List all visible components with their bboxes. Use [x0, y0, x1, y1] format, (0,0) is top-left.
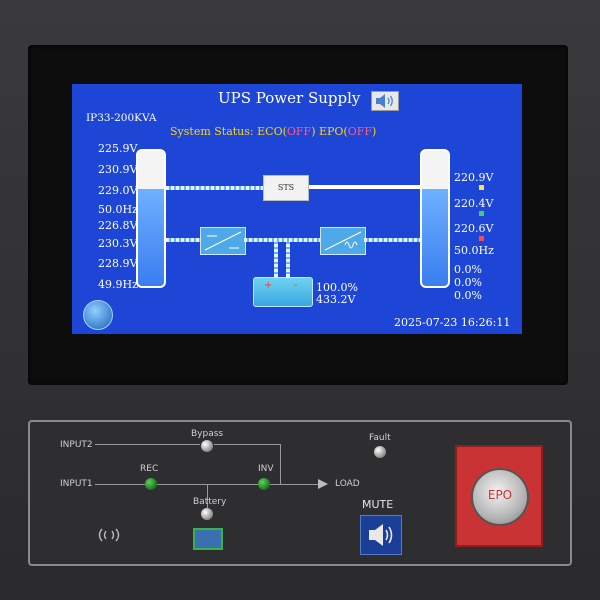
input2-label: INPUT2 — [60, 440, 93, 450]
bypass-voltage-b: 230.3V — [98, 237, 138, 250]
eco-value: OFF — [286, 125, 312, 138]
epo-button[interactable] — [471, 468, 529, 526]
fault-label: Fault — [369, 433, 391, 443]
bypass-voltage-c: 228.9V — [98, 257, 138, 270]
load-percent-b: 0.0% — [454, 276, 482, 289]
eco-label: ECO( — [257, 125, 287, 138]
input1-label: INPUT1 — [60, 479, 93, 489]
rec-led — [145, 478, 157, 490]
speaker-icon[interactable] — [371, 91, 399, 111]
model-label: IP33-200KVA — [86, 112, 157, 124]
start-logo-icon[interactable] — [83, 300, 113, 330]
bypass-wire — [214, 444, 280, 445]
rectifier-icon — [200, 227, 246, 255]
wireless-icon — [98, 528, 120, 542]
bypass-frequency: 49.9Hz — [98, 278, 138, 291]
mute-label: MUTE — [362, 498, 394, 511]
mute-button[interactable] — [360, 515, 402, 555]
battery-line-a — [274, 242, 278, 277]
epo-label: EPO — [487, 488, 513, 502]
out-phase-a-swatch — [479, 185, 484, 190]
epo-value: OFF — [347, 125, 373, 138]
input2-wire — [95, 444, 200, 445]
battery-label: Battery — [193, 497, 227, 507]
epo-close: ) — [372, 125, 377, 138]
screen-title: UPS Power Supply — [218, 89, 361, 107]
status-label: System Status: — [170, 125, 254, 138]
input-voltage-b: 230.9V — [98, 163, 138, 176]
output-level-bar — [420, 149, 450, 288]
bypass-voltage-a: 226.8V — [98, 219, 138, 232]
load-label: LOAD — [335, 479, 360, 489]
bypass-drop-wire — [280, 444, 281, 484]
system-status: System Status: ECO(OFF) EPO(OFF) — [170, 126, 376, 138]
input-level-bar — [136, 149, 166, 288]
battery-status-icon — [193, 528, 223, 550]
inverter-out-line — [364, 238, 420, 242]
mute-speaker-icon — [369, 524, 393, 546]
bypass-led — [201, 440, 213, 452]
eco-close: ) — [311, 125, 316, 138]
output-frequency: 50.0Hz — [454, 244, 494, 257]
output-voltage-c: 220.6V — [454, 222, 494, 235]
battery-wire — [207, 484, 208, 514]
load-arrow-icon — [318, 479, 328, 489]
fault-led — [374, 446, 386, 458]
touch-screen[interactable]: UPS Power Supply IP33-200KVA System Stat… — [72, 84, 522, 334]
load-percent-c: 0.0% — [454, 289, 482, 302]
out-phase-c-swatch — [479, 236, 484, 241]
input-voltage-a: 225.9V — [98, 142, 138, 155]
epo-label: EPO( — [318, 125, 348, 138]
datetime: 2025-07-23 16:26:11 — [394, 316, 511, 329]
battery-led — [201, 508, 213, 520]
load-percent-a: 0.0% — [454, 263, 482, 276]
inverter-icon — [320, 227, 366, 255]
bypass-line-left — [166, 186, 263, 190]
battery-voltage: 433.2V — [316, 293, 356, 306]
sts-switch-icon: STS — [263, 175, 309, 201]
bypass-label: Bypass — [191, 429, 224, 439]
output-voltage-a: 220.9V — [454, 171, 494, 184]
rec-label: REC — [140, 464, 159, 474]
battery-percent: 100.0% — [316, 281, 358, 294]
bypass-line-right — [307, 185, 420, 189]
battery-line-b — [286, 242, 290, 277]
battery-icon: + - — [253, 277, 313, 307]
main-wire — [95, 484, 325, 485]
inv-led — [258, 478, 270, 490]
rectifier-in-line — [166, 238, 200, 242]
inv-label: INV — [258, 464, 274, 474]
out-phase-b-swatch — [479, 211, 484, 216]
output-voltage-b: 220.4V — [454, 197, 494, 210]
input-voltage-c: 229.0V — [98, 184, 138, 197]
input-frequency: 50.0Hz — [98, 203, 138, 216]
dc-bus-line — [244, 238, 320, 242]
